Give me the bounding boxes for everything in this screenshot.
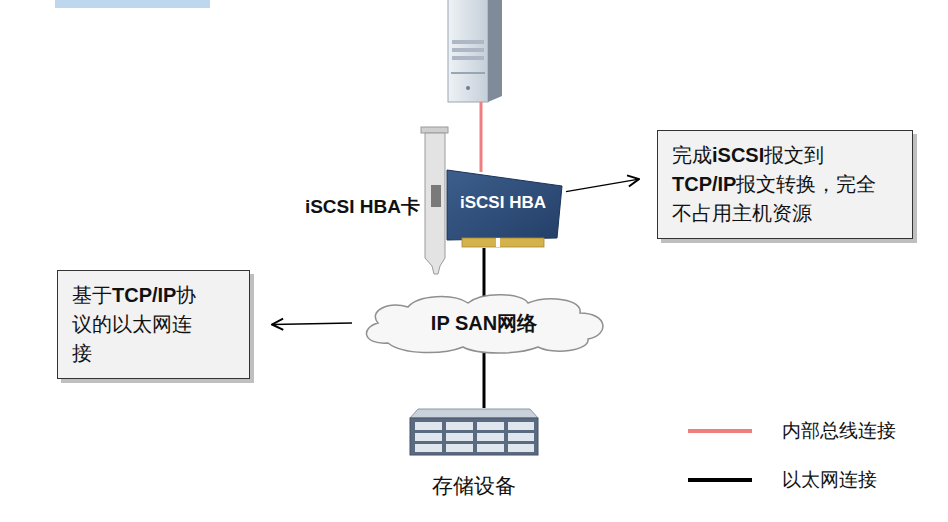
ethernet-link: [482, 248, 485, 296]
storage-icon: [410, 409, 538, 455]
callout-text: 基于TCP/IP协 议的以太网连 接: [72, 281, 235, 368]
callout-box: 基于TCP/IP协 议的以太网连 接: [57, 270, 250, 379]
storage-device: 存储设备: [400, 408, 547, 500]
node-label: 存储设备: [400, 472, 547, 500]
legend-text: 以太网连接: [782, 468, 877, 492]
callout-arrow: [272, 323, 352, 325]
network-cloud: IP SAN网络: [358, 293, 610, 353]
legend-sample-line: [688, 478, 752, 482]
callout-box: 完成iSCSI报文到 TCP/IP报文转换，完全 不占用主机资源: [657, 130, 913, 239]
ethernet-link: [483, 351, 486, 408]
card-print: iSCSI HBA: [450, 193, 556, 213]
node-label: iSCSI HBA卡: [305, 194, 420, 220]
node-label: IP SAN网络: [358, 293, 610, 353]
hba-card-icon: [421, 127, 562, 274]
hba-card: iSCSI HBA卡: [425, 128, 560, 248]
legend-sample-line: [688, 429, 752, 433]
title-banner: [55, 0, 210, 8]
legend-text: 内部总线连接: [782, 419, 896, 443]
callout-text: 完成iSCSI报文到 TCP/IP报文转换，完全 不占用主机资源: [672, 141, 898, 228]
bus-wire: [480, 102, 483, 172]
callout-arrow: [566, 179, 639, 192]
server-icon: [448, 0, 502, 102]
